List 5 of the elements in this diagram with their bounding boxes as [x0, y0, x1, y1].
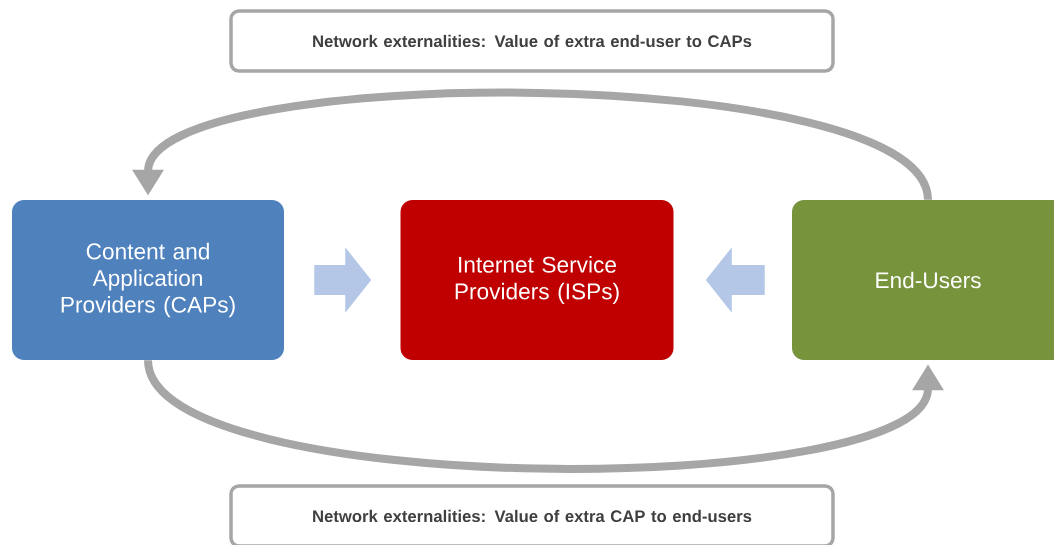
note-box: Network externalities: Value of extra CAP to end-users: [229, 484, 835, 545]
process-box: End-Users: [792, 200, 1054, 360]
note-box: Network externalities: Value of extra end-user to CAPs: [229, 9, 835, 73]
process-box: Content and Application Providers (CAPs): [12, 200, 284, 360]
process-box: Internet Service Providers (ISPs): [400, 200, 674, 360]
